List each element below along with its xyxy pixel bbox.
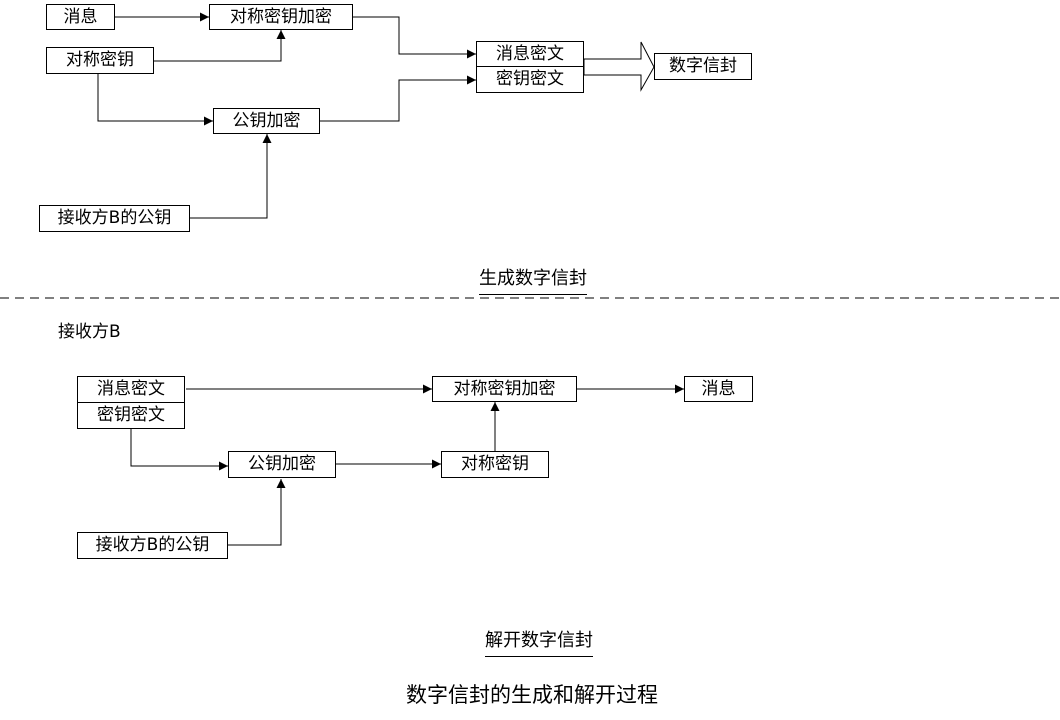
gen-message-box: 消息 <box>46 4 115 30</box>
gen-sym-key-box: 对称密钥 <box>46 47 154 74</box>
open-caption: 解开数字信封 <box>485 632 593 657</box>
open-sym-key-box: 对称密钥 <box>441 451 549 478</box>
gen-msg-cipher-box: 消息密文 <box>476 41 584 67</box>
gen-caption: 生成数字信封 <box>479 270 587 295</box>
open-message-box: 消息 <box>684 376 753 402</box>
arrow-recipient-key-to-pub-decrypt <box>228 479 286 546</box>
gen-envelope-box: 数字信封 <box>654 53 752 80</box>
gen-pub-encrypt-box: 公钥加密 <box>213 108 320 134</box>
arrow-symkey-to-pub-encrypt <box>97 74 213 126</box>
arrow-key-cipher-to-pub-decrypt <box>130 429 228 471</box>
open-recipient-pubkey-box: 接收方B的公钥 <box>77 532 228 559</box>
hollow-arrow-to-envelope <box>583 41 655 92</box>
gen-sym-encrypt-box: 对称密钥加密 <box>209 4 353 30</box>
open-msg-cipher-box: 消息密文 <box>77 376 185 403</box>
gen-key-cipher-box: 密钥密文 <box>476 66 584 93</box>
figure-title: 数字信封的生成和解开过程 <box>406 683 658 707</box>
open-party-label: 接收方B <box>58 322 121 342</box>
arrow-pub-encrypt-to-key-cipher <box>320 75 476 122</box>
open-pub-decrypt-box: 公钥加密 <box>228 451 336 478</box>
arrow-symkey-to-sym-encrypt <box>154 30 286 62</box>
arrow-sym-encrypt-to-msg-cipher <box>353 16 476 59</box>
open-sym-decrypt-box: 对称密钥加密 <box>432 376 577 402</box>
gen-recipient-pubkey-box: 接收方B的公钥 <box>39 205 190 232</box>
arrow-recipient-key-to-pub-encrypt <box>190 134 272 219</box>
open-key-cipher-box: 密钥密文 <box>77 402 185 429</box>
